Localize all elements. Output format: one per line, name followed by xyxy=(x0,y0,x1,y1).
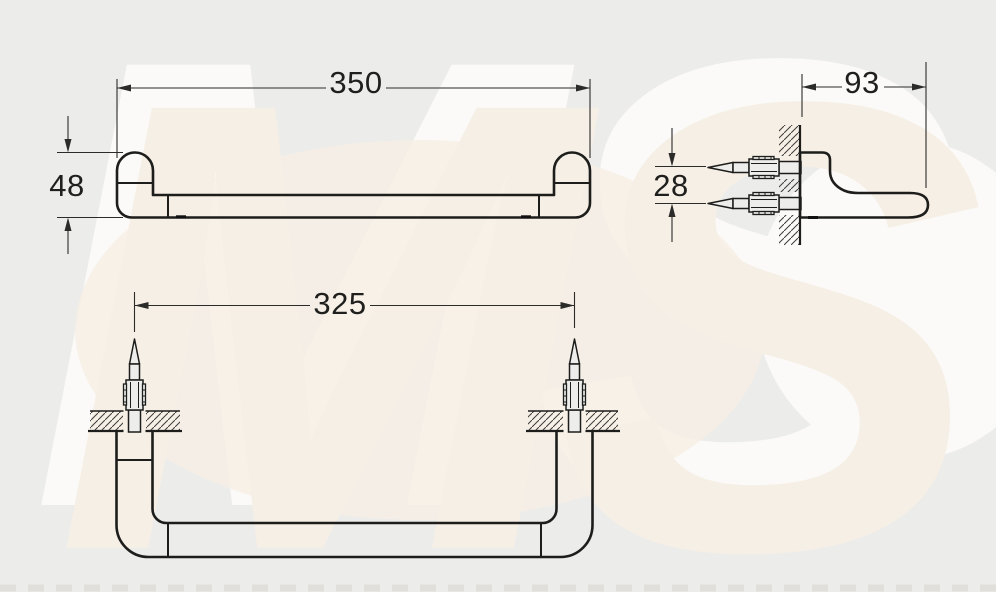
dimension-label-depth: 93 xyxy=(844,65,879,100)
bar-plan-inner-outline xyxy=(151,432,558,525)
dimension-28 xyxy=(655,128,706,242)
arrowhead-down xyxy=(668,153,676,167)
dimension-350 xyxy=(116,79,591,158)
wall-anchor-screw xyxy=(122,338,147,433)
wall-anchor-screw xyxy=(707,191,802,216)
dimension-93 xyxy=(801,62,927,188)
bar-front-outline xyxy=(115,151,592,219)
arrowhead-left xyxy=(117,84,131,92)
wall-anchor-screw xyxy=(707,155,802,180)
watermark-blob-white xyxy=(755,140,996,460)
front-view: 350 48 xyxy=(49,65,592,254)
dimension-48 xyxy=(57,116,123,254)
bracket-side-outline xyxy=(798,151,930,219)
arrowhead-left xyxy=(134,302,149,309)
dimension-label-hole-spacing-side: 28 xyxy=(653,168,688,203)
arrowhead-left xyxy=(802,83,816,91)
bottom-view: 325 xyxy=(88,286,620,559)
side-view: 93 28 xyxy=(653,62,930,245)
arrowhead-right xyxy=(576,84,590,92)
dimension-label-width: 350 xyxy=(329,65,382,100)
dimension-label-height: 48 xyxy=(49,168,84,203)
arrowhead-right xyxy=(560,302,575,309)
arrowhead-down xyxy=(64,139,72,153)
arrowhead-up xyxy=(64,217,72,231)
arrowhead-up xyxy=(668,203,676,217)
wall-hatch xyxy=(779,125,800,245)
wall-hatch xyxy=(90,411,618,431)
bar-plan-outer-outline xyxy=(115,432,594,559)
wall-anchor-screw xyxy=(562,338,587,433)
arrowhead-right xyxy=(912,83,926,91)
dimension-label-hole-spacing-bottom: 325 xyxy=(313,286,366,321)
dimension-325 xyxy=(133,292,576,332)
